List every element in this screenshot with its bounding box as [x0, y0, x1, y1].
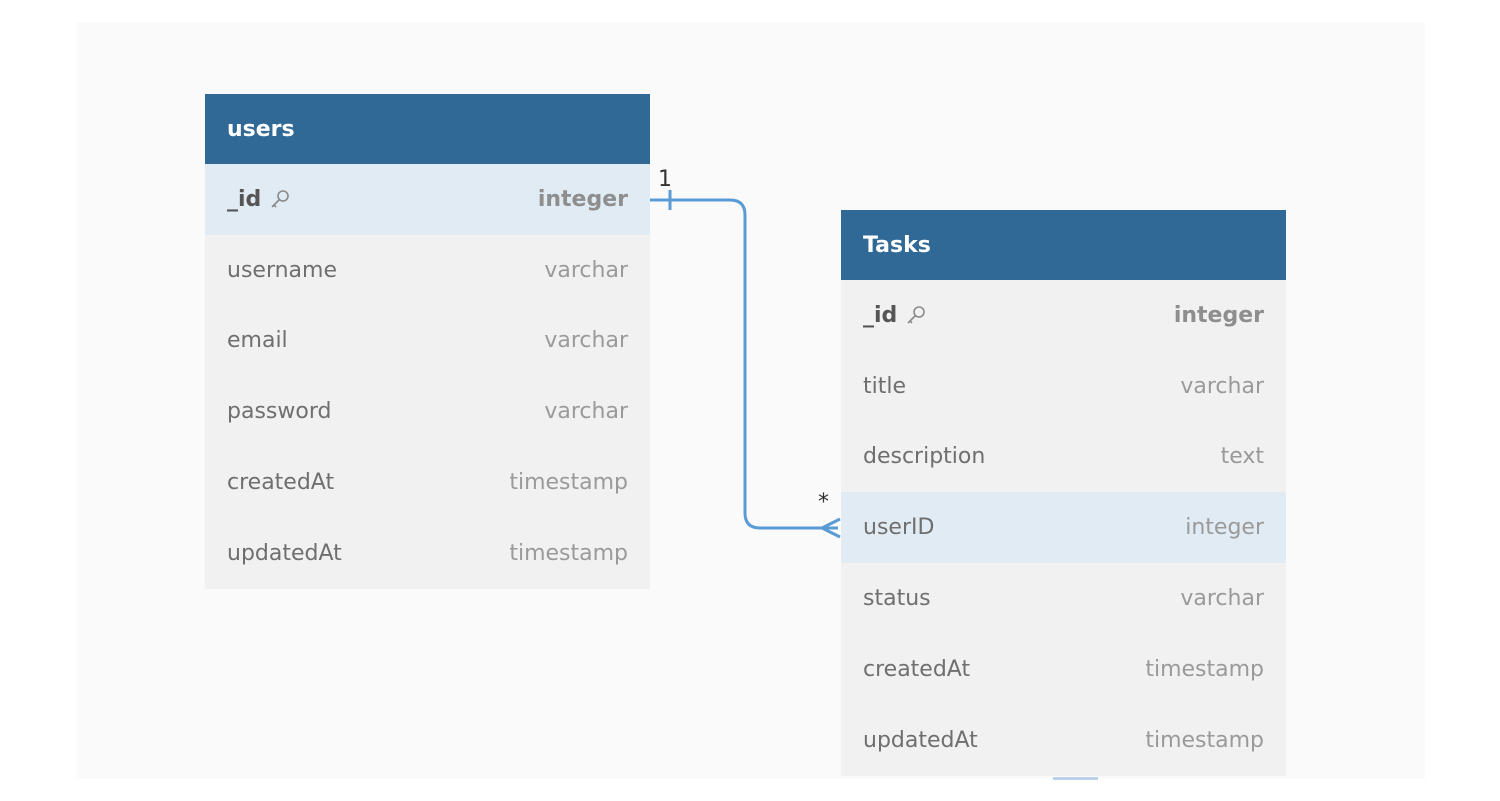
- tasks-table-title: Tasks: [863, 232, 931, 258]
- tasks-field-createdat[interactable]: createdAt timestamp: [841, 634, 1286, 705]
- users-table-header[interactable]: users: [205, 94, 650, 164]
- field-type: timestamp: [509, 540, 628, 566]
- cardinality-one-label: 1: [658, 167, 672, 192]
- field-type: varchar: [544, 328, 628, 354]
- tasks-table-header[interactable]: Tasks: [841, 210, 1286, 280]
- tasks-field-description[interactable]: description text: [841, 422, 1286, 493]
- users-field-createdat[interactable]: createdAt timestamp: [205, 447, 650, 518]
- field-name: email: [227, 328, 288, 354]
- field-type: integer: [1185, 515, 1264, 541]
- users-field-updatedat[interactable]: updatedAt timestamp: [205, 518, 650, 589]
- field-type: timestamp: [1145, 656, 1264, 682]
- users-table[interactable]: users _id integer username varchar email…: [205, 94, 650, 589]
- field-type: varchar: [544, 257, 628, 283]
- field-name: createdAt: [863, 656, 971, 682]
- users-table-title: users: [227, 116, 295, 142]
- key-icon: [907, 306, 926, 324]
- tasks-field-id[interactable]: _id integer: [841, 280, 1286, 351]
- scroll-indicator: [1053, 777, 1098, 780]
- field-type: text: [1220, 444, 1264, 470]
- field-type: varchar: [1180, 586, 1264, 612]
- cardinality-many-label: *: [818, 490, 829, 515]
- field-name: updatedAt: [227, 540, 342, 566]
- field-name: createdAt: [227, 470, 335, 496]
- field-type: timestamp: [1145, 727, 1264, 753]
- key-icon: [271, 190, 290, 208]
- users-field-id[interactable]: _id integer: [205, 164, 650, 235]
- tasks-field-updatedat[interactable]: updatedAt timestamp: [841, 705, 1286, 776]
- field-name: status: [863, 586, 931, 612]
- tasks-field-status[interactable]: status varchar: [841, 563, 1286, 634]
- field-type: timestamp: [509, 470, 628, 496]
- field-name: userID: [863, 515, 935, 541]
- field-name: title: [863, 373, 907, 399]
- tasks-field-title[interactable]: title varchar: [841, 351, 1286, 422]
- users-field-username[interactable]: username varchar: [205, 235, 650, 306]
- users-field-email[interactable]: email varchar: [205, 306, 650, 377]
- field-name: username: [227, 257, 337, 283]
- field-name: _id: [227, 186, 262, 212]
- field-name: _id: [863, 302, 898, 328]
- field-type: integer: [537, 186, 628, 212]
- field-name: updatedAt: [863, 727, 978, 753]
- field-type: varchar: [1180, 373, 1264, 399]
- tasks-field-userid[interactable]: userID integer: [841, 492, 1286, 564]
- field-name: password: [227, 399, 332, 425]
- tasks-table[interactable]: Tasks _id integer title varchar descript…: [841, 210, 1286, 776]
- users-field-password[interactable]: password varchar: [205, 376, 650, 447]
- field-type: integer: [1173, 302, 1264, 328]
- field-type: varchar: [544, 399, 628, 425]
- field-name: description: [863, 444, 986, 470]
